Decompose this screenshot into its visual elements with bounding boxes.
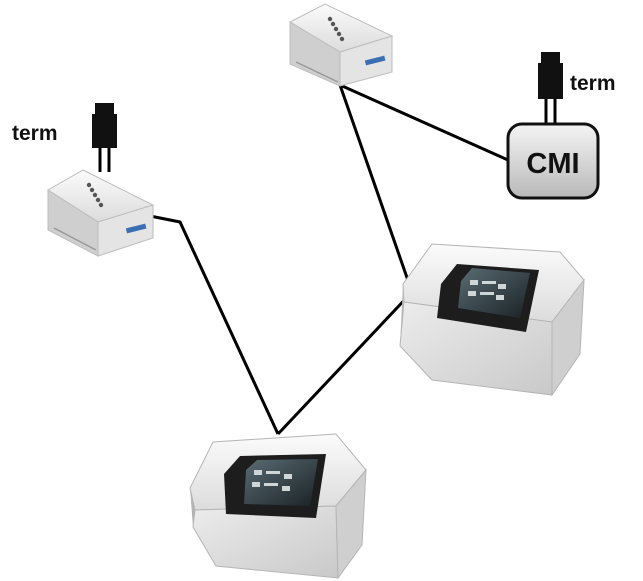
term-left-plug <box>92 103 117 172</box>
term-right-label: term <box>570 72 616 95</box>
connections <box>149 83 509 436</box>
term-left-label: term <box>12 122 58 145</box>
connection-left-controller-to-bottom <box>149 214 280 435</box>
touch-panel-right <box>399 243 585 397</box>
controller-left <box>47 169 155 257</box>
controller-top <box>288 3 394 87</box>
touch-panel-bottom <box>189 433 367 580</box>
connection-touch-panel-right-to-bottom <box>276 290 414 436</box>
term-right-plug <box>538 52 563 125</box>
cmi-label: CMI <box>526 148 579 180</box>
cmi-module: CMI <box>506 122 600 200</box>
connection-top-controller-to-touch-panel-right <box>338 84 414 293</box>
connection-top-controller-to-cmi <box>339 83 509 162</box>
